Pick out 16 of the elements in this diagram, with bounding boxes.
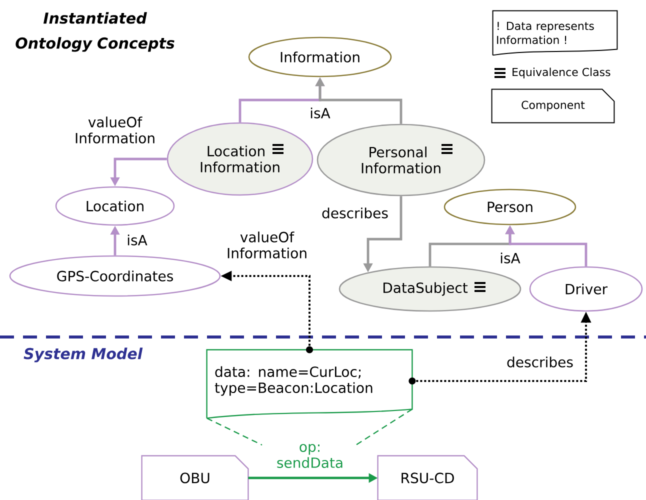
edge-label: valueOf Information <box>72 116 158 144</box>
component-box: OBU <box>141 455 249 500</box>
edge-label: isA <box>498 252 522 264</box>
edge-label: valueOf Information <box>224 230 310 260</box>
data-note-box: data: name=CurLoc; type=Beacon:Location <box>206 349 413 419</box>
legend-note: ! Data represents Information ! <box>492 10 618 56</box>
edge-label: describes <box>320 206 390 220</box>
component-box: RSU-CD <box>377 455 478 500</box>
section-label: System Model <box>24 348 143 362</box>
edge-label: isA <box>126 234 148 246</box>
edge-label: op: sendData <box>274 442 346 469</box>
edge-label: describes <box>506 356 574 368</box>
legend-text: Equivalence Class <box>512 68 610 78</box>
edge-label: isA <box>308 106 332 120</box>
title: Instantiated Ontology Concepts <box>16 12 174 52</box>
legend-component: Component <box>491 88 615 124</box>
